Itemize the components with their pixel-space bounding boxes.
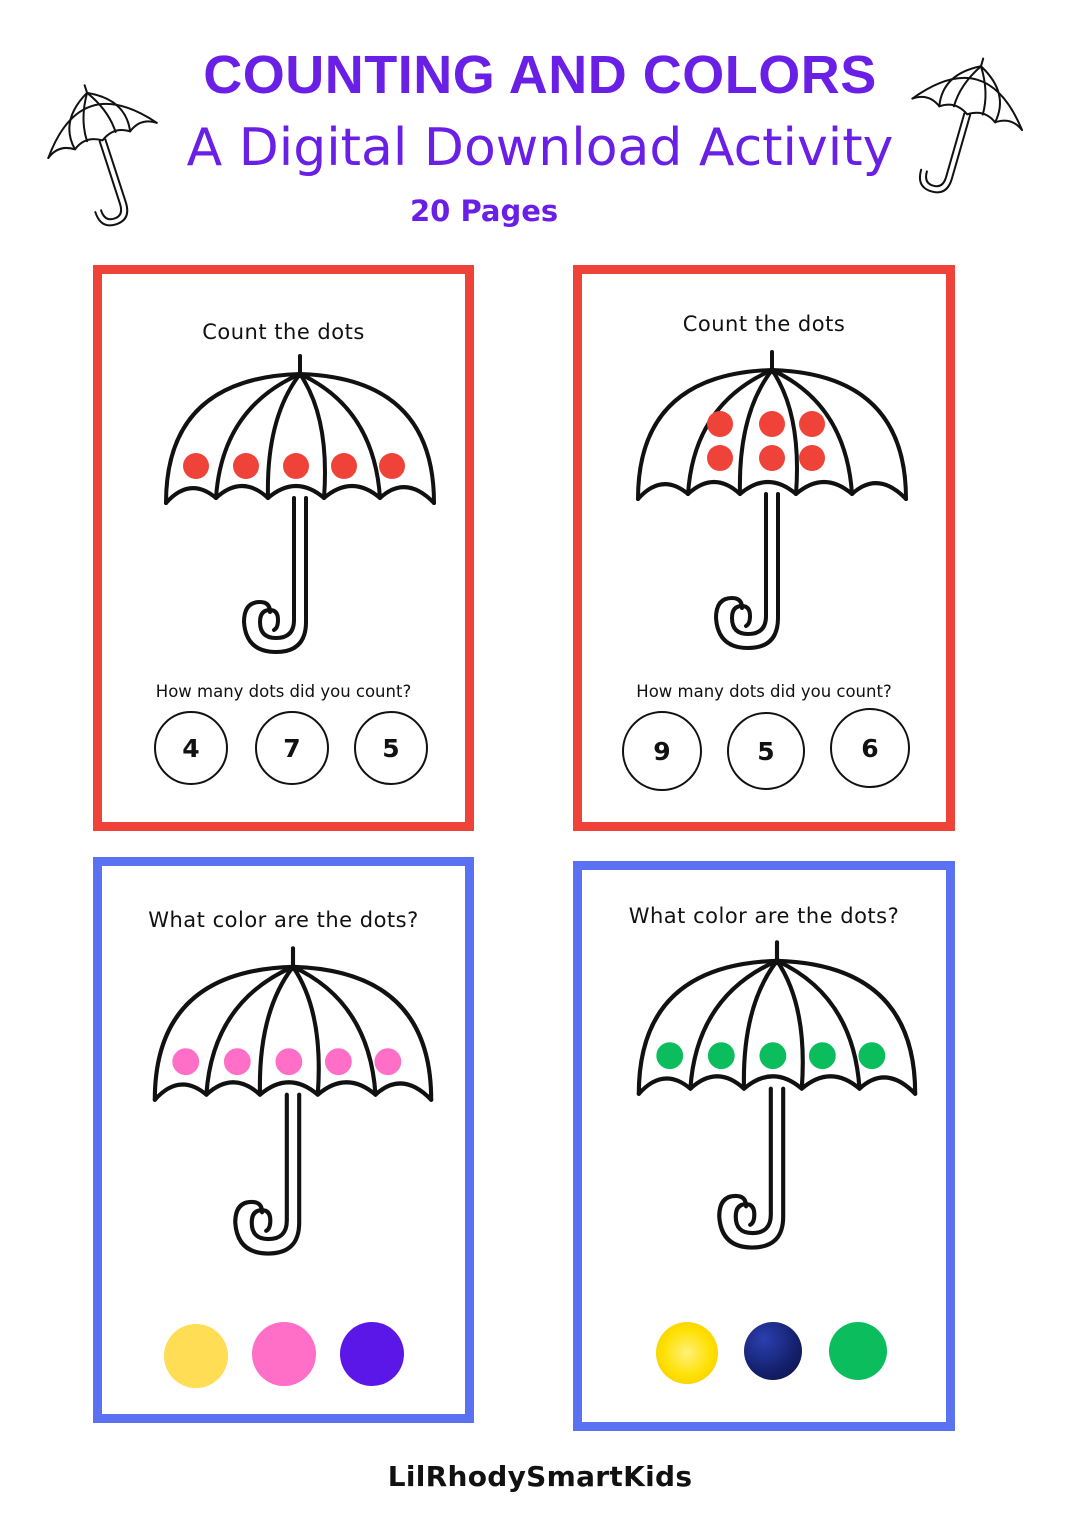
umbrella-dot bbox=[759, 1042, 787, 1070]
answer-choice-5[interactable]: 5 bbox=[727, 712, 805, 790]
count-card-2: Count the dots How many dots did you cou… bbox=[573, 265, 955, 831]
color-card-2: What color are the dots? bbox=[573, 861, 955, 1431]
color-swatch-green[interactable] bbox=[829, 1322, 887, 1380]
color-card-1: What color are the dots? bbox=[93, 857, 474, 1423]
umbrella-illustration bbox=[636, 940, 918, 1250]
umbrella-dot bbox=[799, 445, 825, 471]
umbrella-dot bbox=[707, 445, 733, 471]
umbrella-dot bbox=[858, 1042, 886, 1070]
count-card-1: Count the dots How many dots did you cou… bbox=[93, 265, 474, 831]
card-question: How many dots did you count? bbox=[155, 682, 412, 701]
umbrella-illustration bbox=[636, 350, 908, 650]
umbrella-dot bbox=[707, 411, 733, 437]
umbrella-dot bbox=[656, 1042, 684, 1070]
card-prompt: What color are the dots? bbox=[148, 908, 419, 932]
dots bbox=[707, 411, 825, 471]
umbrella-dot bbox=[808, 1042, 836, 1070]
umbrella-dot bbox=[183, 453, 209, 479]
color-swatch-navy[interactable] bbox=[744, 1322, 802, 1380]
umbrella-illustration bbox=[164, 354, 436, 654]
dots bbox=[172, 1048, 402, 1076]
page-subtitle: A Digital Download Activity bbox=[186, 118, 894, 178]
color-swatch-yellow[interactable] bbox=[656, 1322, 718, 1384]
card-prompt: Count the dots bbox=[682, 312, 846, 336]
umbrella-dot bbox=[275, 1048, 303, 1076]
page-count: 20 Pages bbox=[410, 194, 559, 228]
answer-choice-7[interactable]: 7 bbox=[255, 711, 329, 785]
umbrella-icon bbox=[911, 57, 1023, 194]
dots bbox=[183, 453, 405, 479]
answer-choice-9[interactable]: 9 bbox=[622, 711, 702, 791]
umbrella-illustration bbox=[152, 946, 434, 1256]
page-title: COUNTING AND COLORS bbox=[203, 45, 877, 105]
card-prompt: What color are the dots? bbox=[628, 904, 900, 928]
umbrella-dot bbox=[233, 453, 259, 479]
answer-choice-6[interactable]: 6 bbox=[830, 708, 910, 788]
umbrella-dot bbox=[223, 1048, 251, 1076]
umbrella-dot bbox=[759, 411, 785, 437]
umbrella-dot bbox=[707, 1042, 735, 1070]
umbrella-dot bbox=[283, 453, 309, 479]
brand-footer: LilRhodySmartKids bbox=[387, 1460, 693, 1493]
answer-choice-5[interactable]: 5 bbox=[354, 711, 428, 785]
umbrella-icon bbox=[47, 84, 158, 227]
card-question: How many dots did you count? bbox=[636, 682, 892, 701]
color-swatch-pink[interactable] bbox=[252, 1322, 316, 1386]
umbrella-dot bbox=[799, 411, 825, 437]
umbrella-dot bbox=[374, 1048, 402, 1076]
card-prompt: Count the dots bbox=[202, 320, 365, 344]
umbrella-dot bbox=[759, 445, 785, 471]
umbrella-dot bbox=[379, 453, 405, 479]
dots bbox=[656, 1042, 886, 1070]
umbrella-dot bbox=[324, 1048, 352, 1076]
color-swatch-purple[interactable] bbox=[340, 1322, 404, 1386]
answer-choice-4[interactable]: 4 bbox=[154, 711, 228, 785]
color-swatch-yellow[interactable] bbox=[164, 1324, 228, 1388]
umbrella-dot bbox=[331, 453, 357, 479]
umbrella-dot bbox=[172, 1048, 200, 1076]
